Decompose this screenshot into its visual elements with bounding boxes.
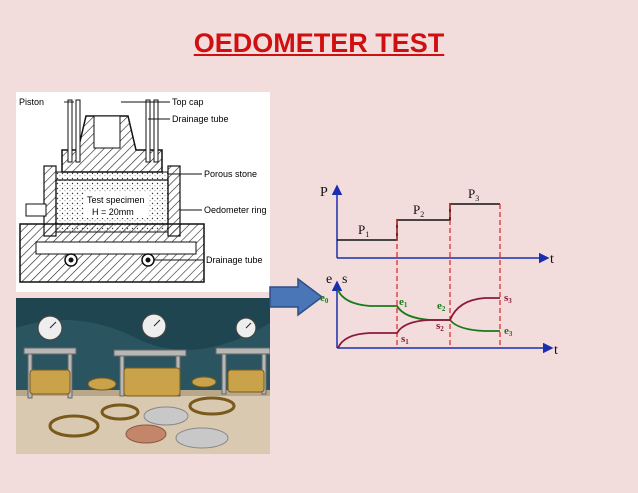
- s1-label: s1: [401, 333, 409, 346]
- porous-stone-top: [55, 171, 169, 181]
- load-steps: [337, 203, 500, 241]
- equipment-illustration: [16, 298, 271, 454]
- drainage-channel: [35, 241, 197, 255]
- load-settlement-graph: P t P1 P2 P3 e s t e0 e1 e2 e3 s1 s2 s3: [300, 170, 600, 370]
- oedometer-ring-label: Oedometer ring: [204, 205, 267, 215]
- page-title: OEDOMETER TEST: [193, 28, 445, 58]
- s3-label: s3: [504, 292, 512, 305]
- piston-label: Piston: [19, 97, 44, 107]
- e0-label: e0: [320, 292, 329, 305]
- oedometer-schematic: Piston Top cap Drainage tube Porous ston…: [16, 92, 270, 292]
- e-axis-label: e: [326, 272, 332, 287]
- porous-stone-bottom: [55, 223, 169, 233]
- porous-stone-label: Porous stone: [204, 169, 257, 179]
- settlement-curve: [337, 297, 500, 349]
- p2-label: P2: [413, 202, 424, 219]
- arrow-right-icon: [269, 277, 324, 317]
- e2-label: e2: [437, 300, 446, 313]
- test-specimen-label: Test specimen: [87, 195, 145, 205]
- e3-label: e3: [504, 325, 513, 338]
- specimen-height-label: H = 20mm: [92, 207, 134, 217]
- e1-label: e1: [399, 296, 408, 309]
- t-axis-top-label: t: [550, 252, 554, 267]
- void-ratio-curve: [337, 289, 500, 332]
- drainage-tube-bottom-label: Drainage tube: [206, 255, 263, 265]
- t-axis-bottom-label: t: [554, 343, 558, 358]
- top-cap-label: Top cap: [172, 97, 204, 107]
- schematic-drawing: Piston Top cap Drainage tube Porous ston…: [19, 97, 267, 283]
- p3-label: P3: [468, 186, 479, 203]
- oedometer-photo: [16, 298, 271, 454]
- p1-label: P1: [358, 222, 369, 239]
- drainage-tube-top-label: Drainage tube: [172, 114, 229, 124]
- p-axis-label: P: [320, 185, 328, 200]
- s-axis-label: s: [342, 272, 347, 287]
- dashed-guides: [396, 204, 501, 348]
- pointer-arrow: [268, 277, 326, 317]
- s2-label: s2: [436, 320, 444, 333]
